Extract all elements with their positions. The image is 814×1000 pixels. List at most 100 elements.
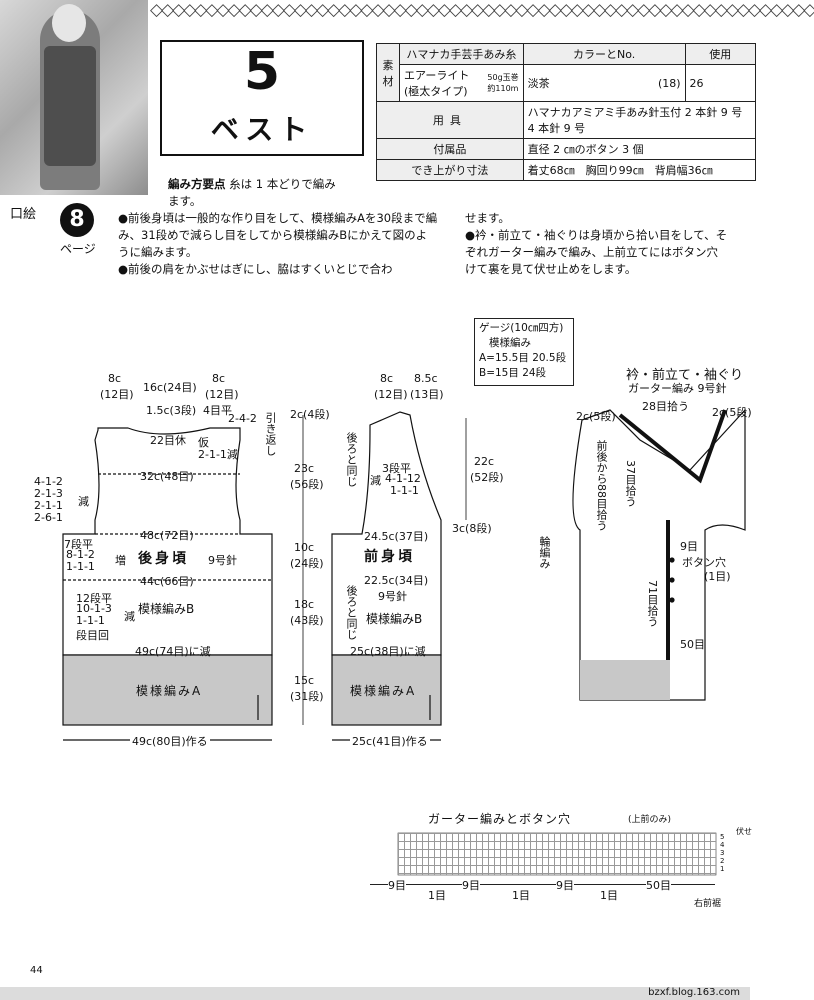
back-shoulder-rows: 1.5c(3段)	[146, 404, 197, 417]
back-top-right: 8c	[212, 372, 226, 385]
front-width-22-5: 22.5c(34目)	[364, 574, 429, 587]
front-pattern-a: 模様編みA	[350, 684, 417, 698]
front-height-10: 10c	[294, 541, 315, 554]
chart-row-2: 2	[720, 857, 725, 865]
front-dec-rows: 3段平	[382, 462, 411, 475]
chart-scale-line	[370, 884, 715, 885]
pattern-name: ベスト	[210, 113, 314, 146]
kuchie-label: 口絵	[10, 207, 37, 222]
back-hikikaeshi: 引き返し	[264, 412, 277, 456]
yarn-name: エアーライト	[404, 69, 470, 82]
back-body-diagram	[62, 427, 273, 741]
collar-technique: ガーター編み 9号針	[628, 382, 727, 395]
back-top-left-sts: (12目)	[100, 388, 134, 401]
collar-left-rows: 2c(5段)	[576, 410, 616, 423]
collar-body-outline	[572, 408, 746, 701]
back-inc-1: 8-1-2	[66, 548, 95, 561]
front-dec-2: 1-1-1	[390, 484, 419, 497]
front-top-right-sts: (13目)	[410, 388, 444, 401]
chart-seg-1b: 1目	[512, 889, 530, 902]
instructions-para-6: けて裏を見て伏せ止めをします。	[465, 262, 637, 276]
chart-seg-50: 50目	[646, 877, 671, 893]
front-back-same-2: 後ろと同じ	[345, 585, 358, 640]
collar-band	[618, 409, 727, 484]
tools-value-1: ハマナカアミアミ手あみ針玉付 2 本針 9 号	[527, 106, 743, 119]
front-top-left-sts: (12目)	[374, 388, 408, 401]
gauge-b: B=15目 24段	[479, 367, 547, 379]
front-width-24-5: 24.5c(37目)	[364, 530, 429, 543]
back-top-left: 8c	[108, 372, 122, 385]
chart-seg-1a: 1目	[428, 889, 446, 902]
chart-row-4: 4	[720, 841, 725, 849]
back-neck: 16c(24目)	[143, 381, 197, 394]
front-cast-on: 25c(41目)作る	[350, 733, 430, 749]
back-needle: 9号針	[208, 554, 237, 567]
collar-pick-37: 37目拾う	[624, 460, 637, 507]
front-height-22: 22c	[474, 455, 495, 468]
collar-button-hole: ボタン穴	[682, 556, 726, 569]
instructions-para-3: せます。	[465, 211, 510, 225]
finished-label: でき上がり寸法	[376, 159, 524, 181]
usage-value: 26	[684, 64, 757, 102]
front-dec-label: 減	[370, 474, 381, 487]
back-armhole-1: 4-1-2	[34, 475, 63, 488]
chart-row-3: 3	[720, 849, 725, 857]
back-body-outline	[62, 427, 273, 656]
back-width-44: 44c(66目)	[140, 575, 194, 588]
front-height-22-rows: (52段)	[470, 471, 504, 484]
back-armhole-4: 2-6-1	[34, 511, 63, 524]
tools-label: 用具	[376, 101, 524, 139]
spec-table: 素材 ハマナカ手芸手あみ糸 カラーとNo. 使用 エアーライト (極太タイプ) …	[376, 43, 757, 181]
chart-grid	[398, 833, 716, 875]
gauge-box: ゲージ(10㎝四方) 模様編み A=15.5目 20.5段 B=15目 24段	[474, 318, 574, 386]
tools-value-2: 4 本針 9 号	[527, 122, 586, 135]
back-top-right-sts: (12目)	[205, 388, 239, 401]
collar-button-9: 9目	[680, 540, 698, 553]
front-height-18-rows: (43段)	[290, 614, 324, 627]
model-photo	[0, 0, 148, 195]
back-cast-on: 49c(80目)作る	[130, 733, 210, 749]
yarn-type: (極太タイプ)	[404, 85, 468, 98]
accessories-label: 付属品	[376, 138, 524, 160]
back-dec-2: 1-1-1	[76, 614, 105, 627]
back-dec-note: 段目回	[76, 629, 109, 642]
front-body-diagram	[302, 411, 467, 741]
back-armhole-3: 2-1-1	[34, 499, 63, 512]
chart-seg-9c: 9目	[556, 877, 574, 893]
front-pattern-a-area	[331, 654, 442, 726]
gauge-pattern: 模様編み	[489, 337, 531, 349]
pattern-number: 5	[243, 42, 281, 102]
collar-armhole: 輪編み	[538, 536, 551, 569]
collar-pattern-area	[580, 660, 670, 700]
back-pattern-a-area	[62, 654, 273, 726]
back-neck-short: 2-1-1減	[198, 448, 238, 461]
back-body-label: 後身頃	[138, 551, 189, 567]
chart-title: ガーター編みとボタン穴	[428, 812, 572, 826]
collar-title: 衿・前立て・袖ぐり	[626, 368, 744, 383]
back-width-48: 48c(72目)	[140, 529, 194, 542]
back-width-32: 32c(48目)	[140, 470, 194, 483]
collar-front-pick: 前後から88目拾う	[595, 440, 608, 531]
chart-bottom-right: 右前裾	[694, 899, 722, 909]
collar-button-hole-sts: (1目)	[704, 570, 731, 583]
back-inc-rows: 7段平	[64, 538, 93, 551]
back-fake: 仮	[198, 436, 209, 449]
front-needle: 9号針	[378, 590, 407, 603]
front-top-right: 8.5c	[414, 372, 438, 385]
page-number: 44	[30, 965, 43, 976]
page-label: ページ	[60, 242, 96, 256]
chart-bind-off: 伏せ	[736, 827, 752, 836]
vest-shape	[44, 46, 96, 166]
collar-pick-71: 71目拾う	[646, 580, 659, 627]
instructions-para-1: ●前後身頃は一般的な作り目をして、模様編みAを30段まで編み、31段めで減らし目…	[118, 211, 438, 259]
collar-diagram	[572, 408, 746, 701]
button-hole-1	[669, 557, 675, 563]
pattern-diagrams	[62, 408, 746, 876]
front-height-18: 18c	[294, 598, 315, 611]
back-dec-label: 減	[124, 610, 135, 623]
source-url: bzxf.blog.163.com	[648, 987, 740, 998]
front-height-23: 23c	[294, 462, 315, 475]
instructions-line-1: 糸は 1 本どりで編み	[229, 177, 336, 191]
back-inc-label: 増	[115, 554, 126, 567]
chart-row-1: 1	[720, 865, 725, 873]
